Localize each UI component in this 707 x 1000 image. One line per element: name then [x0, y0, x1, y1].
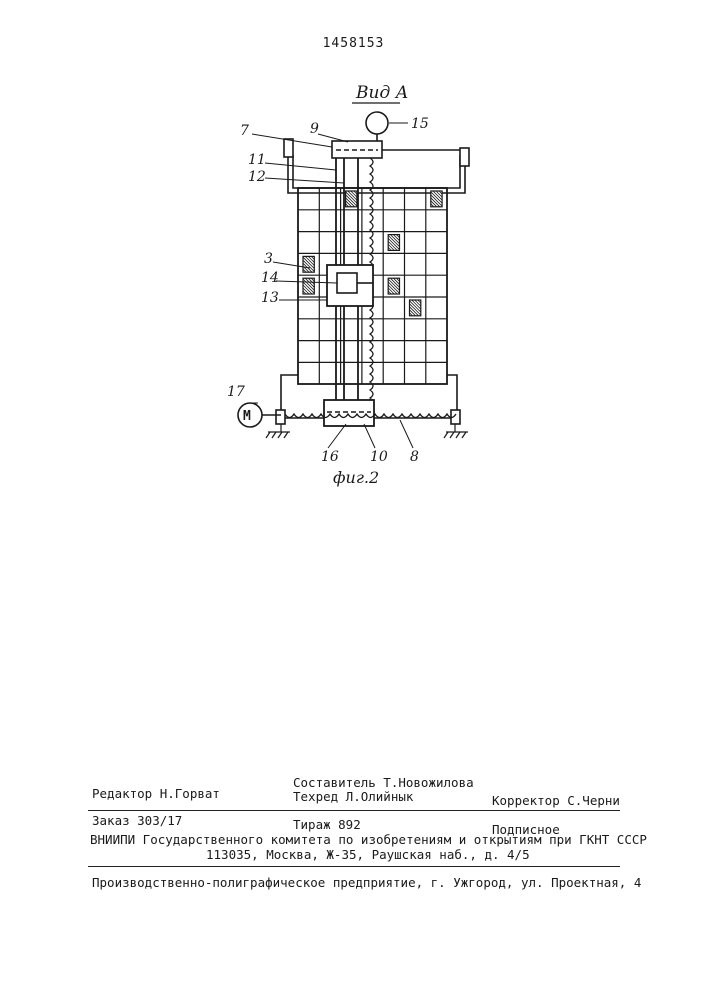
compiler: Составитель Т.Новожилова — [293, 775, 474, 790]
colophon-rule-1 — [88, 810, 620, 811]
stored-item — [410, 300, 421, 316]
callout-14: 14 — [261, 270, 279, 286]
corrector: Корректор С.Черни — [492, 793, 620, 808]
callout-16: 16 — [321, 449, 339, 465]
stored-item — [346, 191, 357, 207]
printer: Производственно-полиграфическое предприя… — [92, 875, 641, 890]
callout-13: 13 — [261, 290, 279, 306]
circulation: Тираж 892 — [293, 817, 361, 832]
callout-12: 12 — [248, 169, 266, 185]
top-right-roller — [460, 148, 469, 166]
stored-item — [431, 191, 442, 207]
colophon-rule-2 — [88, 866, 620, 867]
view-label: Вид А — [355, 83, 409, 103]
bottom-block-10 — [324, 400, 374, 426]
stored-item — [388, 278, 399, 294]
stored-item — [388, 235, 399, 251]
techred: Техред Л.Олийнык — [293, 789, 413, 804]
callout-3: 3 — [264, 251, 273, 267]
order: Заказ 303/17 — [92, 813, 182, 828]
sensor-15 — [366, 112, 388, 134]
callout-17: 17 — [227, 384, 245, 400]
stored-item — [303, 256, 314, 272]
callout-9: 9 — [310, 121, 319, 137]
ground-symbol-left — [266, 424, 290, 438]
address: 113035, Москва, Ж-35, Раушская наб., д. … — [206, 847, 530, 862]
callout-15: 15 — [411, 116, 429, 132]
gripper-14 — [337, 273, 357, 293]
ground-symbol-right — [444, 424, 468, 438]
motor-symbol: М — [243, 409, 251, 424]
top-frame-inner — [293, 155, 460, 188]
vniipi: ВНИИПИ Государственного комитета по изоб… — [90, 832, 647, 847]
callout-7: 7 — [240, 123, 249, 139]
figure-caption: фиг.2 — [333, 468, 379, 487]
bottom-left-roller — [276, 410, 285, 424]
callout-10: 10 — [370, 449, 388, 465]
callout-11: 11 — [248, 152, 266, 168]
callout-8: 8 — [410, 449, 419, 465]
editor: Редактор Н.Горват — [92, 786, 220, 801]
stored-item — [303, 278, 314, 294]
top-left-roller — [284, 139, 293, 157]
